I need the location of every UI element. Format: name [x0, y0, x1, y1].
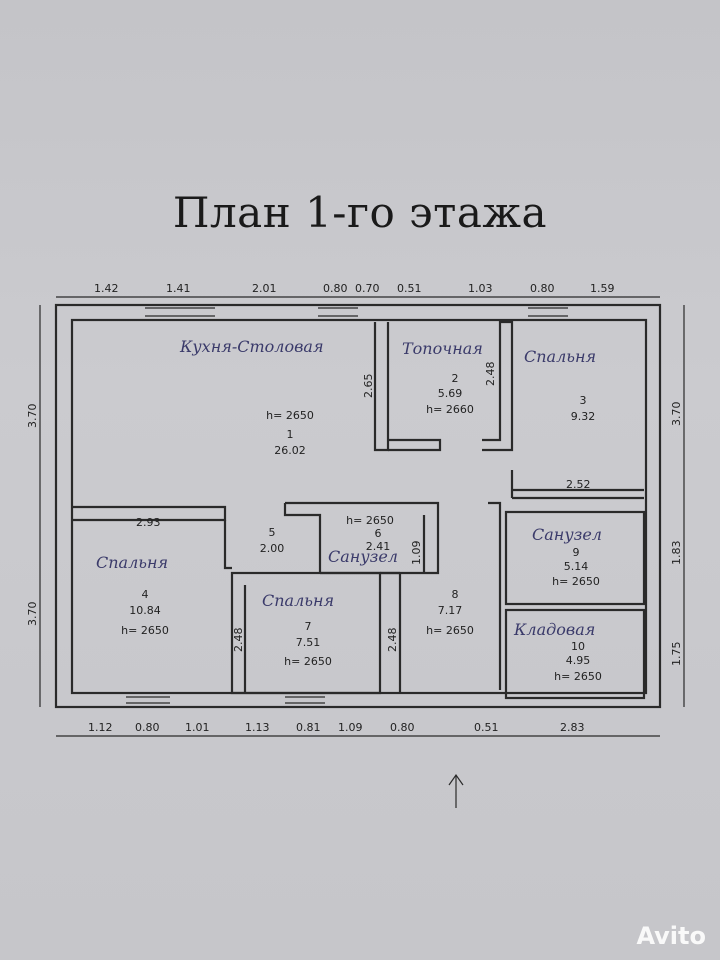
- room-10-area: 4.95: [566, 654, 591, 667]
- room-1-name: Кухня-Столовая: [179, 337, 324, 356]
- dim-top-3: 2.01: [252, 282, 277, 295]
- room-8-number: 8: [452, 588, 459, 601]
- dim-inner-4: 2.93: [136, 516, 161, 529]
- room-8-area: 7.17: [438, 604, 463, 617]
- room-2-name: Топочная: [402, 339, 483, 358]
- dim-bottom-4: 1.13: [245, 721, 270, 734]
- dim-inner-6: 2.48: [232, 628, 245, 653]
- dim-left-2: 3.70: [26, 602, 39, 627]
- room-2-area: 5.69: [438, 387, 463, 400]
- room-2-number: 2: [452, 372, 459, 385]
- room-1-area: 26.02: [274, 444, 306, 457]
- room-5-area: 2.00: [260, 542, 285, 555]
- dim-inner-7: 2.48: [386, 628, 399, 653]
- room-4-height: h= 2650: [121, 624, 169, 637]
- dim-bottom-8: 0.51: [474, 721, 499, 734]
- outer-wall-outer: [54, 303, 662, 709]
- dim-top-8: 0.80: [530, 282, 555, 295]
- room-9-height: h= 2650: [552, 575, 600, 588]
- dim-top-4: 0.80: [323, 282, 348, 295]
- room-8-height: h= 2650: [426, 624, 474, 637]
- room-10-name: Кладовая: [513, 620, 595, 639]
- dim-inner-2: 2.48: [484, 362, 497, 387]
- room-3-name: Спальня: [524, 347, 596, 366]
- room-6-area: 2.41: [366, 540, 391, 553]
- dim-bottom-3: 1.01: [185, 721, 210, 734]
- avito-watermark: Avito: [636, 922, 706, 950]
- dim-inner-1: 2.65: [362, 374, 375, 399]
- room-4-name: Спальня: [96, 553, 168, 572]
- dim-top-6: 0.51: [397, 282, 422, 295]
- dim-top-2: 1.41: [166, 282, 191, 295]
- room-3-number: 3: [580, 394, 587, 407]
- dim-inner-3: 2.52: [566, 478, 591, 491]
- room-7-height: h= 2650: [284, 655, 332, 668]
- room-10-height: h= 2650: [554, 670, 602, 683]
- room-7-number: 7: [305, 620, 312, 633]
- dim-bottom-6: 1.09: [338, 721, 363, 734]
- dim-bottom-1: 1.12: [88, 721, 113, 734]
- room-6-number: 6: [375, 527, 382, 540]
- room-6-height: h= 2650: [346, 514, 394, 527]
- dim-top-9: 1.59: [590, 282, 615, 295]
- dim-bottom-5: 0.81: [296, 721, 321, 734]
- page-title: План 1-го этажа: [172, 188, 548, 237]
- dim-bottom-7: 0.80: [390, 721, 415, 734]
- room-1-number: 1: [287, 428, 294, 441]
- room-9-number: 9: [573, 546, 580, 559]
- dim-bottom-9: 2.83: [560, 721, 585, 734]
- room-9-area: 5.14: [564, 560, 589, 573]
- dim-right-3: 1.75: [670, 642, 683, 667]
- room-9-name: Санузел: [532, 525, 602, 544]
- room-1-height: h= 2650: [266, 409, 314, 422]
- room-2-height: h= 2660: [426, 403, 474, 416]
- dim-top-5: 0.70: [355, 282, 380, 295]
- dim-top-1: 1.42: [94, 282, 119, 295]
- room-7-area: 7.51: [296, 636, 321, 649]
- dim-left-1: 3.70: [26, 404, 39, 429]
- dim-inner-5: 1.09: [410, 541, 423, 566]
- dim-right-2: 1.83: [670, 541, 683, 566]
- room-3-area: 9.32: [571, 410, 596, 423]
- room-4-number: 4: [142, 588, 149, 601]
- dim-top-7: 1.03: [468, 282, 493, 295]
- room-5-number: 5: [269, 526, 276, 539]
- room-7-name: Спальня: [262, 591, 334, 610]
- dim-right-1: 3.70: [670, 402, 683, 427]
- room-10-number: 10: [571, 640, 585, 653]
- dim-bottom-2: 0.80: [135, 721, 160, 734]
- room-6-name: Санузел: [328, 547, 398, 566]
- room-4-area: 10.84: [129, 604, 161, 617]
